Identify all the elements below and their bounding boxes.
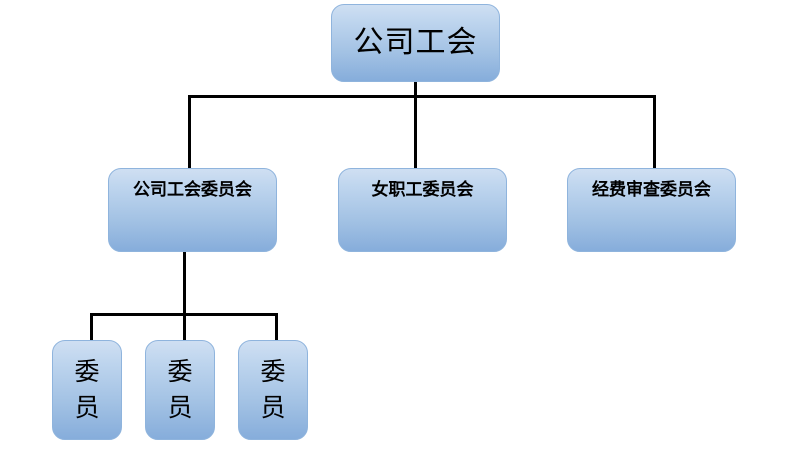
org-node-root[interactable]: 公司工会 <box>331 4 500 82</box>
connector-drop-member-3 <box>275 313 278 341</box>
connector-drop-union-committee <box>188 95 191 168</box>
org-node-union-committee-label: 公司工会委员会 <box>133 180 252 200</box>
org-node-funds-audit-committee-label: 经费审查委员会 <box>592 180 711 200</box>
org-node-member-3-char-2: 员 <box>260 393 286 422</box>
connector-root-stem <box>414 82 417 98</box>
connector-union-committee-stem <box>183 252 186 316</box>
org-node-member-2[interactable]: 委 员 <box>145 340 215 440</box>
org-node-member-1-char-1: 委 <box>74 356 100 386</box>
connector-drop-member-2 <box>183 313 186 341</box>
connector-drop-member-1 <box>90 313 93 341</box>
org-node-member-1[interactable]: 委 员 <box>52 340 122 440</box>
org-node-women-workers-committee[interactable]: 女职工委员会 <box>338 168 507 252</box>
org-node-member-2-char-2: 员 <box>167 393 193 422</box>
org-node-member-3-label: 委 员 <box>260 354 285 427</box>
org-node-women-workers-committee-label: 女职工委员会 <box>371 180 474 200</box>
connector-drop-funds-audit-committee <box>653 95 656 168</box>
org-node-member-1-char-2: 员 <box>74 393 100 422</box>
org-node-member-2-char-1: 委 <box>167 356 193 386</box>
org-node-union-committee[interactable]: 公司工会委员会 <box>108 168 277 252</box>
org-node-member-3-char-1: 委 <box>260 356 286 386</box>
org-node-member-3[interactable]: 委 员 <box>238 340 308 440</box>
connector-level2-bar <box>188 95 656 98</box>
connector-drop-women-workers-committee <box>414 95 417 168</box>
org-node-member-1-label: 委 员 <box>74 354 99 427</box>
org-node-member-2-label: 委 员 <box>167 354 192 427</box>
org-node-root-label: 公司工会 <box>353 25 478 61</box>
org-node-funds-audit-committee[interactable]: 经费审查委员会 <box>567 168 736 252</box>
